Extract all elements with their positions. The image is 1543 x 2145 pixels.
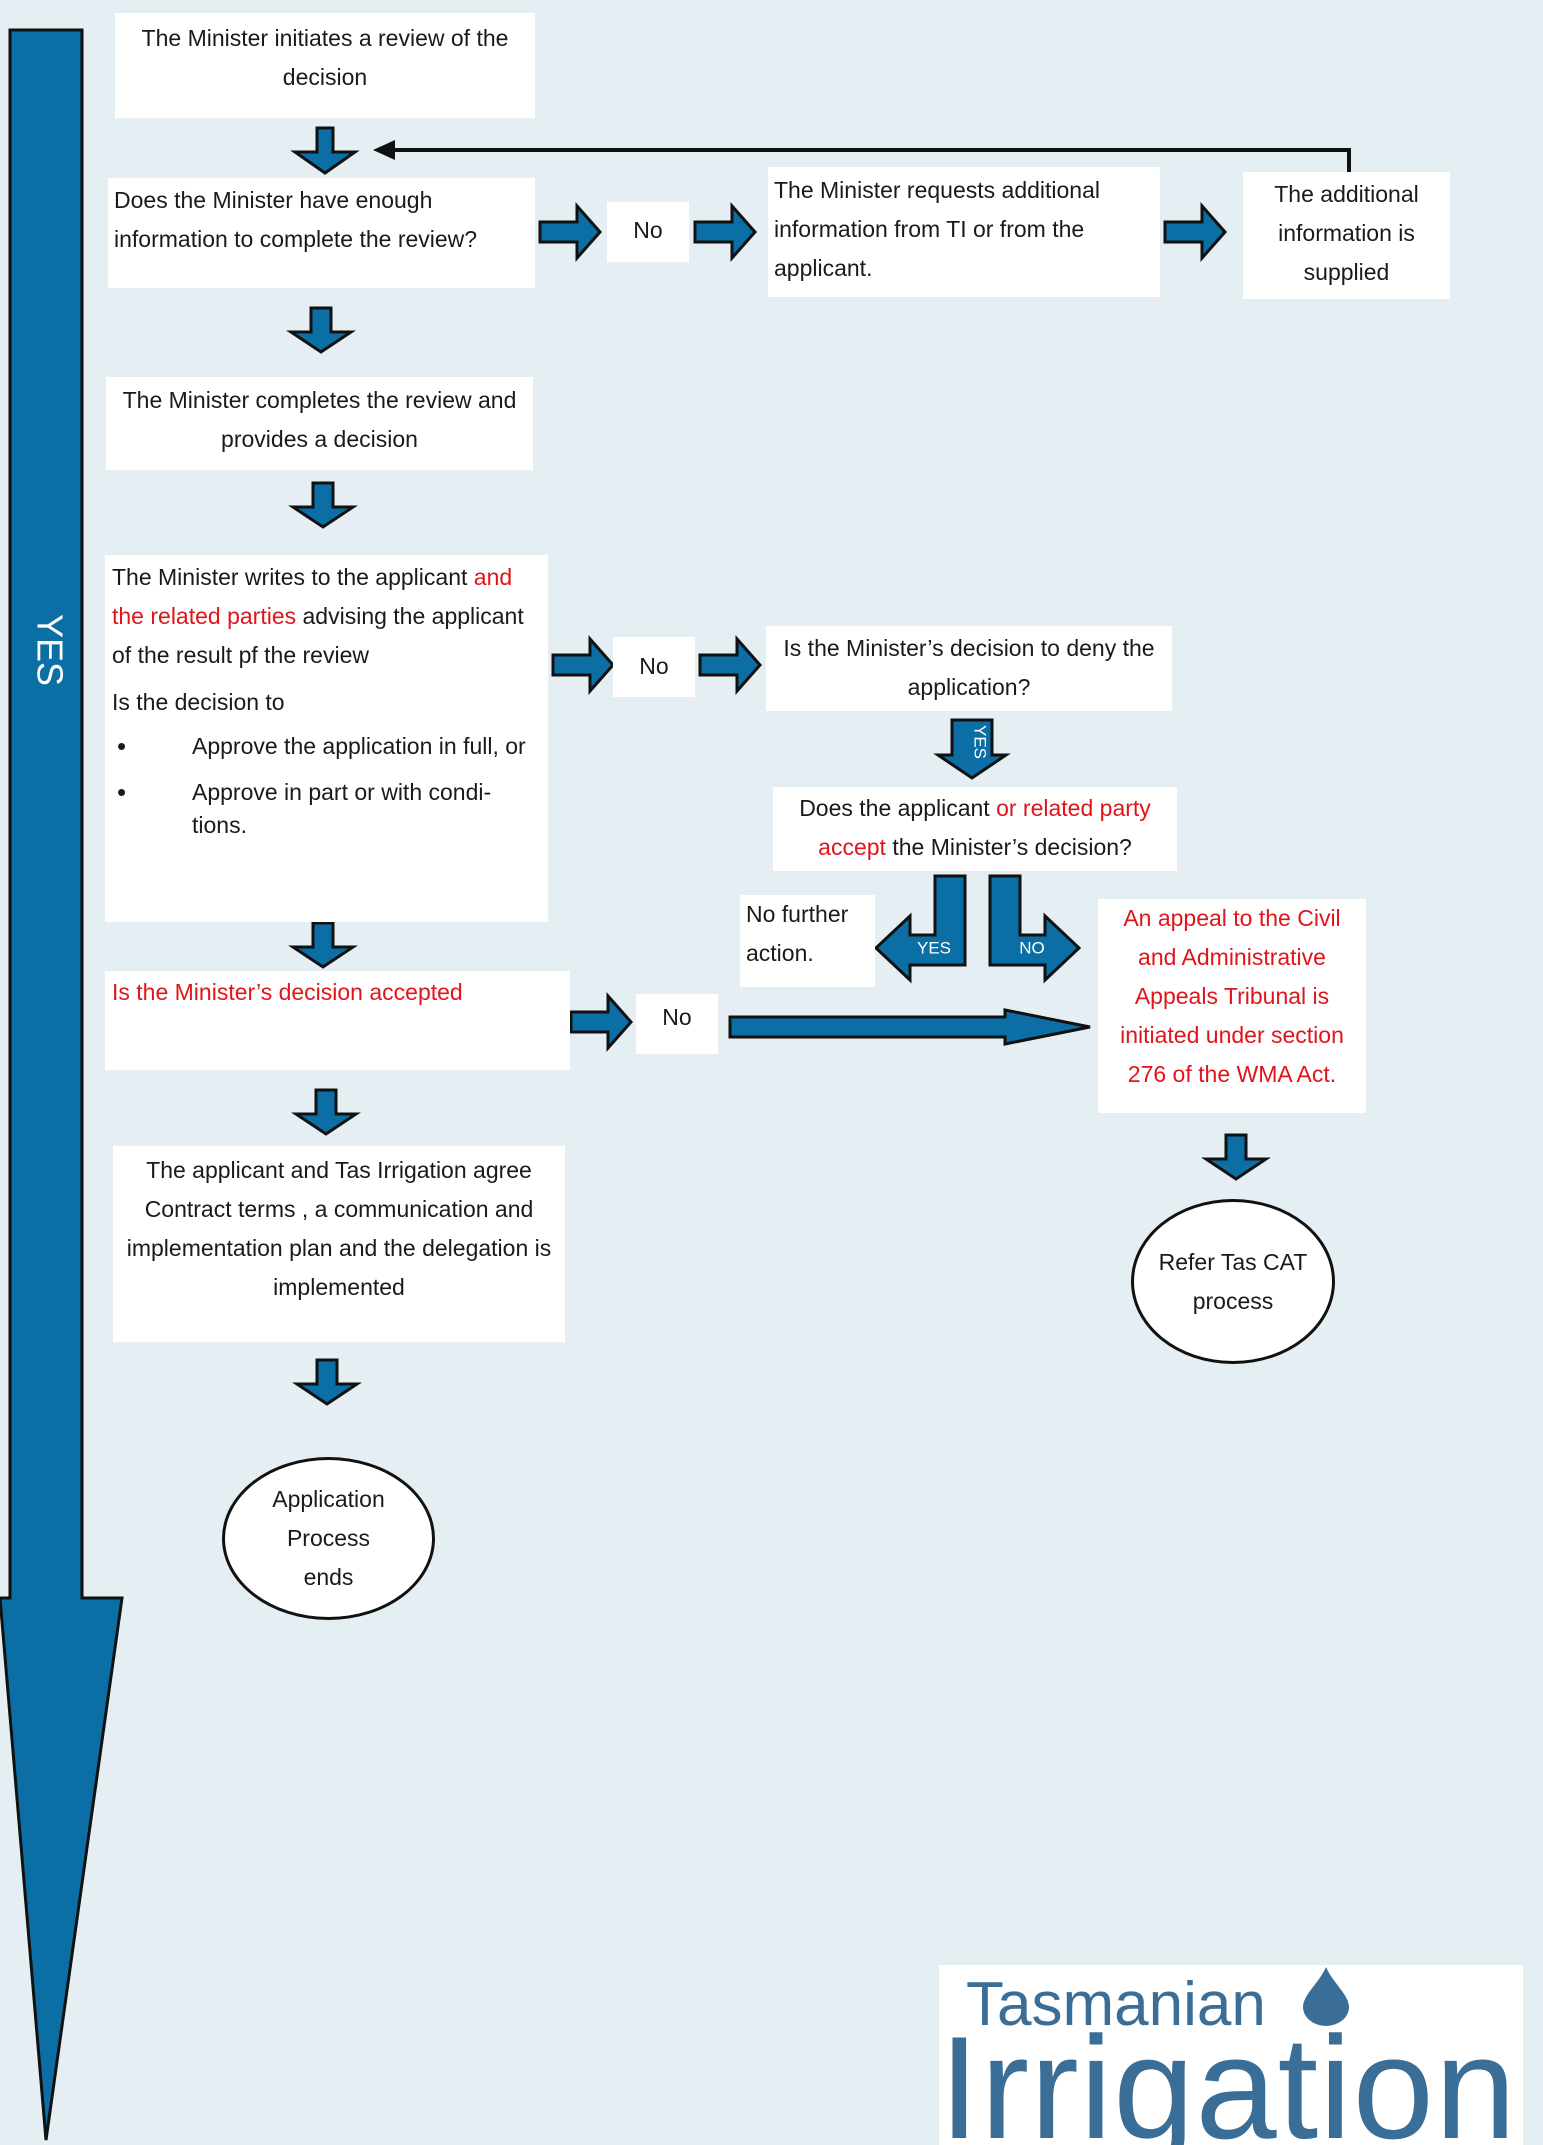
refer-cat-terminal: Refer Tas CAT process: [1131, 1199, 1335, 1364]
yes-small-arrow-label: YES: [971, 725, 990, 759]
down-arrow-1: [290, 126, 360, 175]
enough-info-question-box: Does the Minister have enough informatio…: [108, 178, 535, 288]
no-label-2: No: [613, 637, 695, 697]
decision-to-text: Is the decision to: [112, 689, 285, 715]
process-ends-terminal: Application Process ends: [222, 1457, 435, 1620]
minister-writes-box: The Minister writes to the applicant and…: [105, 555, 548, 922]
right-arrow-1: [538, 202, 603, 262]
enough-info-question-text: Does the Minister have enough informatio…: [114, 187, 478, 252]
right-arrow-5: [698, 635, 763, 695]
down-arrow-4: [288, 921, 358, 969]
no-label-3-text: No: [662, 1004, 692, 1030]
info-supplied-box: The additional information is supplied: [1243, 172, 1450, 299]
process-ends-text: Application Process ends: [272, 1486, 385, 1590]
yes-bent-arrow-label: YES: [917, 938, 951, 957]
minister-writes-text: The Minister writes to the applicant and…: [112, 564, 524, 668]
initiate-review-box: The Minister initiates a review of the d…: [115, 13, 535, 118]
deny-question-box: Is the Minister’s decision to deny the a…: [766, 626, 1172, 711]
accept-question-text: Does the applicant or related party acce…: [799, 795, 1151, 860]
down-arrow-yes-small: [933, 718, 1011, 780]
bullet-dot-icon: •: [117, 731, 127, 761]
yes-main-arrow: [0, 28, 124, 2141]
logo-line-2: Irrigation: [939, 2006, 1518, 2145]
bullet-dot-icon: •: [117, 777, 127, 807]
down-arrow-5: [291, 1088, 361, 1136]
tasmanian-irrigation-logo: Tasmanian Irrigation: [939, 1965, 1523, 2145]
right-arrow-4: [551, 635, 616, 695]
yes-bent-arrow: [873, 874, 967, 984]
down-arrow-2: [286, 306, 356, 354]
long-right-arrow: [728, 1008, 1091, 1046]
bullet-item-1: • Approve the application in full, or: [112, 730, 542, 763]
refer-cat-text: Refer Tas CAT process: [1158, 1248, 1308, 1314]
bullet-item-2: • Approve in part or with condi-tions.: [112, 776, 542, 842]
down-arrow-6: [292, 1358, 362, 1406]
down-arrow-7: [1201, 1133, 1271, 1181]
feedback-line: [390, 148, 1351, 174]
accept-question-box: Does the applicant or related party acce…: [773, 787, 1177, 871]
no-label-3: No: [636, 994, 718, 1054]
water-drop-icon: [1303, 1967, 1349, 2026]
agree-terms-text: The applicant and Tas Irrigation agree C…: [126, 1157, 552, 1300]
complete-review-text: The Minister completes the review and pr…: [122, 387, 517, 452]
request-info-text: The Minister requests additional informa…: [774, 177, 1100, 281]
no-bent-arrow: [988, 874, 1082, 984]
info-supplied-text: The additional information is supplied: [1274, 181, 1419, 285]
feedback-arrowhead: [373, 140, 395, 160]
right-arrow-6: [569, 992, 634, 1052]
yes-main-label: YES: [29, 614, 70, 686]
appeal-box: An appeal to the Civil and Administrativ…: [1098, 899, 1366, 1113]
no-bent-arrow-label: NO: [1019, 938, 1045, 957]
right-arrow-3: [1163, 202, 1228, 262]
no-label-1-text: No: [633, 217, 663, 243]
decision-accepted-question-box: Is the Minister’s decision accepted: [105, 971, 570, 1070]
deny-question-text: Is the Minister’s decision to deny the a…: [783, 635, 1155, 700]
no-further-action-box: No further action.: [740, 895, 875, 987]
right-arrow-2: [693, 202, 758, 262]
no-further-action-text: No further action.: [746, 901, 849, 966]
appeal-text: An appeal to the Civil and Administrativ…: [1120, 905, 1344, 1087]
request-info-box: The Minister requests additional informa…: [768, 167, 1160, 297]
decision-accepted-question-text: Is the Minister’s decision accepted: [112, 979, 463, 1005]
agree-terms-box: The applicant and Tas Irrigation agree C…: [113, 1146, 565, 1342]
complete-review-box: The Minister completes the review and pr…: [106, 377, 533, 470]
no-label-1: No: [607, 202, 689, 262]
initiate-review-text: The Minister initiates a review of the d…: [141, 25, 509, 90]
down-arrow-3: [288, 481, 358, 529]
logo-line-1: Tasmanian: [966, 1970, 1266, 2039]
no-label-2-text: No: [639, 653, 669, 679]
